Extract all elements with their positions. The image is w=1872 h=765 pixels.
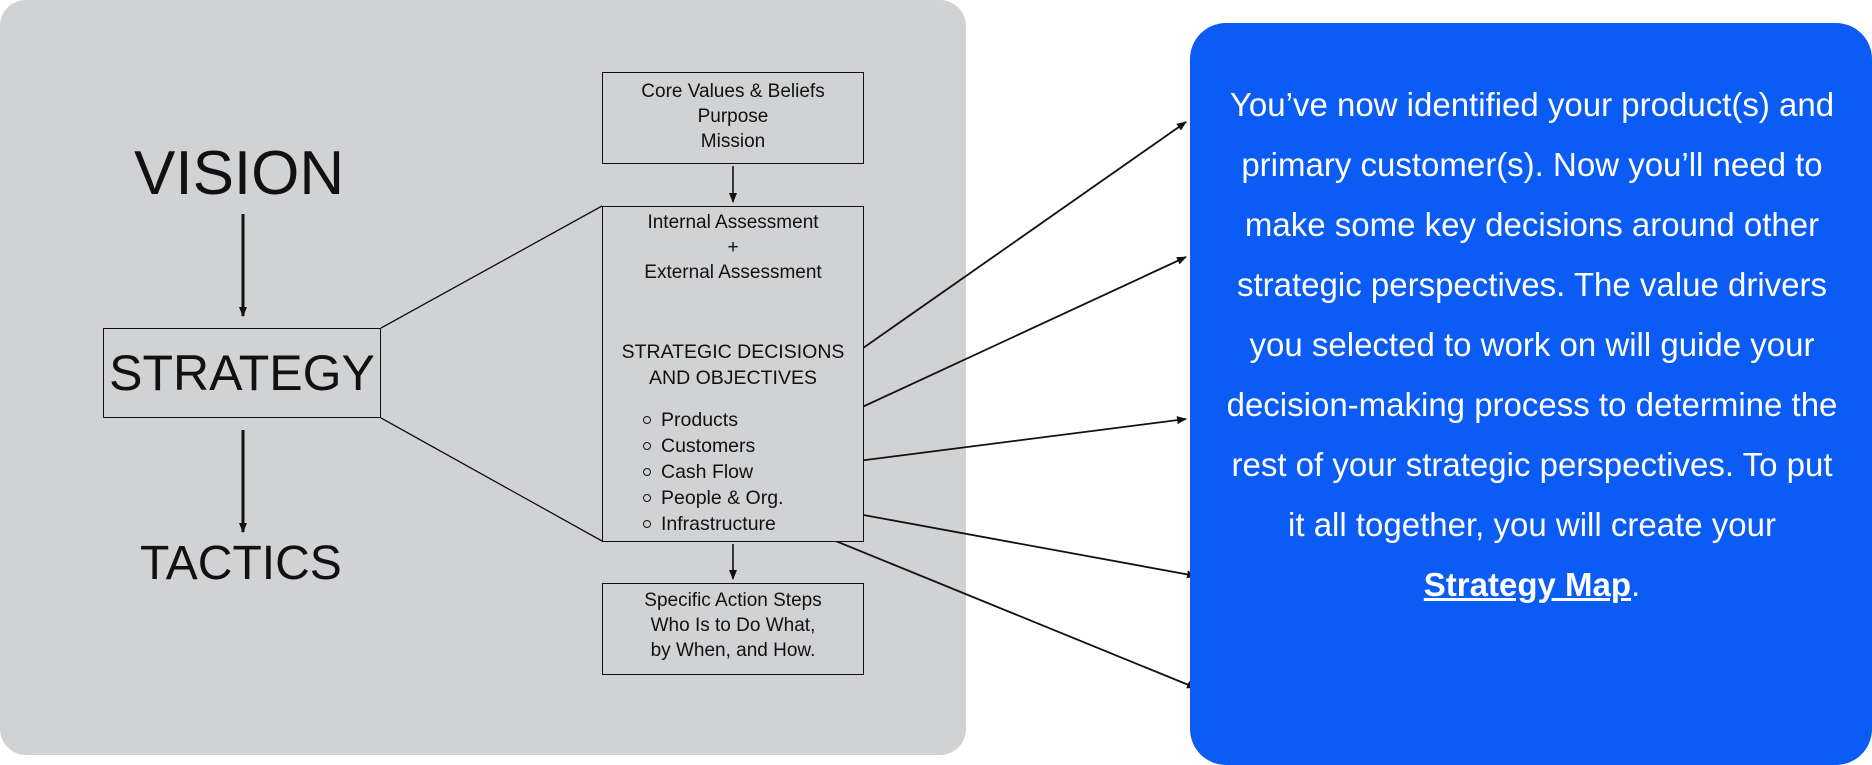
decisions-heading: STRATEGIC DECISIONS AND OBJECTIVES [603, 339, 863, 391]
vision-label: VISION [134, 139, 345, 208]
item-people-org: People & Org. [661, 487, 784, 509]
zoom-line-top [380, 205, 603, 329]
list-item: Infrastructure [643, 511, 783, 537]
strategy-detail-box: Internal Assessment + External Assessmen… [602, 206, 864, 542]
strategy-label: STRATEGY [109, 345, 375, 401]
action-line-3: by When, and How. [650, 640, 816, 661]
info-card-text: You’ve now identified your product(s) an… [1222, 75, 1842, 615]
decisions-line-2: AND OBJECTIVES [649, 367, 817, 389]
strategy-box: STRATEGY [103, 328, 381, 418]
action-line-2: Who Is to Do What, [650, 615, 816, 636]
list-item: People & Org. [643, 485, 783, 511]
item-customers: Customers [661, 435, 756, 457]
list-item: Products [643, 407, 783, 433]
info-paragraph: You’ve now identified your product(s) an… [1226, 86, 1838, 543]
strategy-map-link[interactable]: Strategy Map [1423, 566, 1632, 603]
info-card [1190, 23, 1872, 765]
assessment-line-1: Internal Assessment [647, 212, 819, 233]
core-line-3: Mission [700, 131, 766, 152]
bullet-icon [643, 442, 651, 450]
tactics-label: TACTICS [140, 537, 342, 590]
list-item: Customers [643, 433, 783, 459]
bullet-icon [643, 416, 651, 424]
action-line-1: Specific Action Steps [644, 590, 822, 611]
arrow-infrastructure [793, 523, 1197, 689]
item-products: Products [661, 409, 738, 431]
assessment-text: Internal Assessment + External Assessmen… [603, 210, 863, 285]
list-item: Cash Flow [643, 459, 783, 485]
bullet-icon [643, 494, 651, 502]
core-line-2: Purpose [697, 106, 769, 127]
bullet-icon [643, 520, 651, 528]
assessment-line-2: + [727, 237, 739, 258]
action-steps-box: Specific Action Steps Who Is to Do What,… [602, 583, 864, 675]
assessment-line-3: External Assessment [644, 262, 822, 283]
bullet-icon [643, 468, 651, 476]
decisions-line-1: STRATEGIC DECISIONS [621, 341, 845, 363]
core-line-1: Core Values & Beliefs [641, 81, 825, 102]
decision-list: Products Customers Cash Flow People & Or… [643, 407, 783, 537]
arrow-people [797, 502, 1197, 579]
item-cash-flow: Cash Flow [661, 461, 754, 483]
info-period: . [1631, 566, 1641, 603]
zoom-line-bottom [380, 417, 603, 542]
item-infrastructure: Infrastructure [661, 513, 776, 535]
core-values-box: Core Values & Beliefs Purpose Mission [602, 72, 864, 164]
